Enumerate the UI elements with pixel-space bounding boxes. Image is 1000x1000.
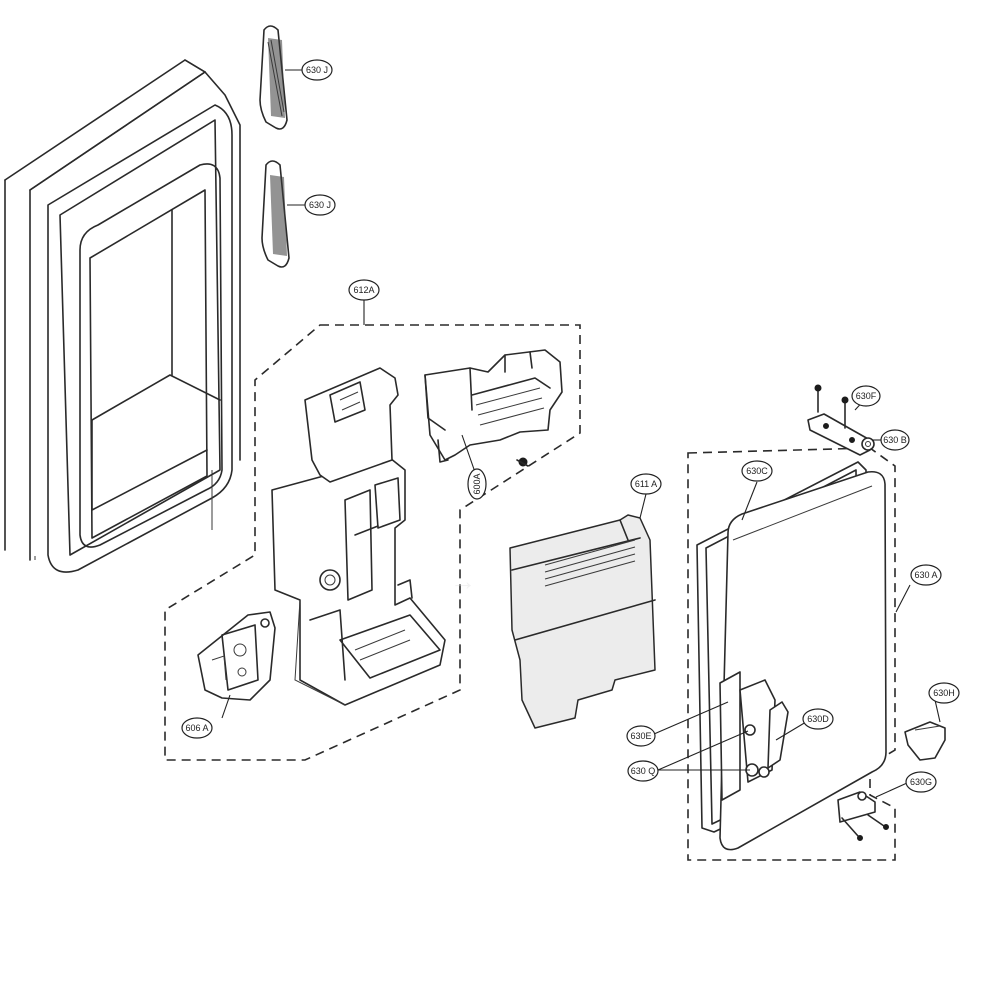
svg-text:630 Q: 630 Q <box>631 766 656 776</box>
hinge-630g <box>837 791 889 841</box>
refrigerator-door <box>4 59 241 573</box>
cover-630j-bottom <box>261 160 290 268</box>
svg-text:630 A: 630 A <box>914 570 937 580</box>
callout-630f: 630F <box>851 385 881 407</box>
callout-630b: 630 B <box>880 429 910 451</box>
svg-text:611 A: 611 A <box>635 479 657 489</box>
svg-text:600A: 600A <box>472 473 482 494</box>
svg-text:630E: 630E <box>630 731 651 741</box>
callout-630j-top: 630 J <box>301 59 333 81</box>
callout-630j-bottom: 630 J <box>304 194 336 216</box>
svg-text:630 J: 630 J <box>309 200 331 210</box>
cover-630j-top <box>259 25 288 130</box>
bracket-606a <box>197 611 276 701</box>
lever-mechanism <box>719 671 789 801</box>
hinge-630f <box>807 384 871 456</box>
callout-630d: 630D <box>802 708 834 730</box>
svg-text:630 J: 630 J <box>306 65 328 75</box>
svg-text:606 A: 606 A <box>185 723 208 733</box>
leader-lines <box>221 69 941 798</box>
bushing-630b <box>861 437 875 451</box>
callout-600a: 600A <box>467 468 487 500</box>
callout-630a: 630 A <box>910 564 942 586</box>
dispenser-housing <box>271 367 446 706</box>
svg-text:612A: 612A <box>353 285 374 295</box>
watermark: → <box>450 566 476 596</box>
svg-text:630G: 630G <box>910 777 932 787</box>
svg-text:630D: 630D <box>807 714 829 724</box>
callout-606a: 606 A <box>181 717 213 739</box>
svg-text:630F: 630F <box>856 391 877 401</box>
group-612a-boundary <box>164 324 581 761</box>
group-630-boundary <box>687 447 896 861</box>
callout-630h: 630H <box>928 682 960 704</box>
callout-630g: 630G <box>905 771 937 793</box>
svg-text:630 B: 630 B <box>883 435 907 445</box>
callout-630q: 630 Q <box>627 760 659 782</box>
svg-text:630H: 630H <box>933 688 955 698</box>
callout-630e: 630E <box>626 725 656 747</box>
ice-maker-600a <box>424 349 563 467</box>
svg-text:630C: 630C <box>746 466 768 476</box>
callout-630c: 630C <box>741 460 773 482</box>
callout-611a: 611 A <box>630 473 662 495</box>
callout-612a: 612A <box>348 279 380 301</box>
clip-630h <box>904 721 946 761</box>
cover-panel-611a <box>509 514 656 729</box>
